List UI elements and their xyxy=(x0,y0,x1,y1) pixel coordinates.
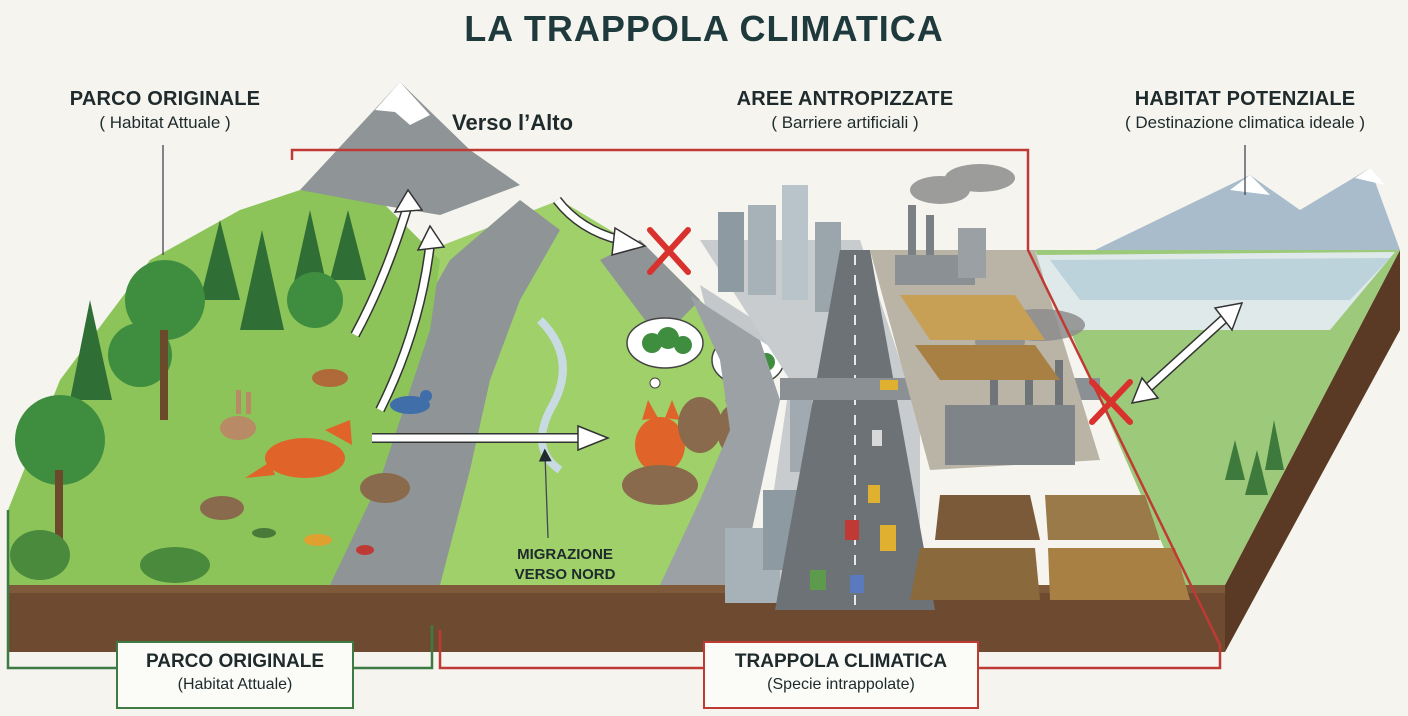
label-verso-alto: Verso l’Alto xyxy=(452,110,574,135)
legend-subtitle: (Habitat Attuale) xyxy=(177,676,293,693)
industrial-area xyxy=(870,164,1190,600)
fox-icon xyxy=(635,400,685,473)
insect-icon xyxy=(252,528,374,555)
label-subtitle: ( Habitat Attuale ) xyxy=(99,113,231,132)
original-park-area xyxy=(8,82,520,585)
label-subtitle: ( Destinazione climatica ideale ) xyxy=(1125,113,1365,132)
label-title: HABITAT POTENZIALE xyxy=(1134,88,1356,110)
factory-icon xyxy=(895,205,1075,465)
concrete-wall xyxy=(660,285,780,585)
legend-title: TRAPPOLA CLIMATICA xyxy=(734,651,948,672)
leader-lines xyxy=(162,145,1246,539)
cross-mark-icon xyxy=(647,227,691,275)
label-migrazione: MIGRAZIONE VERSO NORD xyxy=(514,546,616,583)
legend-box-trappola: TRAPPOLA CLIMATICA (Specie intrappolate) xyxy=(703,641,979,709)
trap-boundary xyxy=(290,148,1222,670)
mouse-icon xyxy=(200,473,410,520)
park-boundary xyxy=(6,510,434,670)
label-aree-antropizzate: AREE ANTROPIZZATE ( Barriere artificiali… xyxy=(705,88,985,133)
label-habitat-potenziale: HABITAT POTENZIALE ( Destinazione climat… xyxy=(1085,88,1405,133)
mountain-icon xyxy=(1095,168,1400,250)
fox-icon xyxy=(245,420,352,478)
field-icon xyxy=(900,295,1190,600)
potential-habitat-area xyxy=(1035,168,1400,585)
page-title: LA TRAPPOLA CLIMATICA xyxy=(464,8,944,49)
label-parco-originale: PARCO ORIGINALE ( Habitat Attuale ) xyxy=(40,88,290,133)
label-subtitle: ( Barriere artificiali ) xyxy=(771,113,919,132)
label-title: PARCO ORIGINALE xyxy=(69,88,261,110)
label-title: AREE ANTROPIZZATE xyxy=(736,88,954,110)
legend-subtitle: (Specie intrappolate) xyxy=(767,676,915,693)
bird-icon xyxy=(312,369,432,414)
rabbit-icon xyxy=(220,390,256,440)
cross-mark-icon xyxy=(1089,379,1133,425)
tree-icon xyxy=(1225,420,1284,495)
legend-box-parco: PARCO ORIGINALE (Habitat Attuale) xyxy=(116,641,354,709)
arrow-icon xyxy=(350,196,1229,443)
mountain-icon xyxy=(300,82,520,215)
legend-title: PARCO ORIGINALE xyxy=(145,651,325,672)
